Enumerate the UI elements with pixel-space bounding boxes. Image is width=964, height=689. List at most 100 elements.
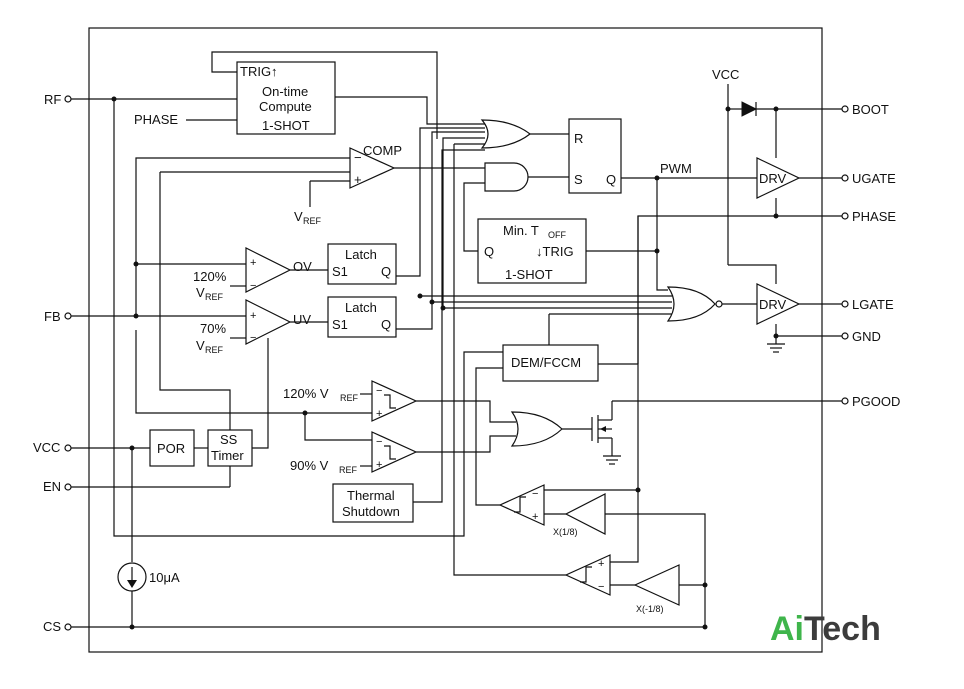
- dem-fccm-block: DEM/FCCM: [502, 344, 599, 382]
- pin-boot: BOOT: [841, 102, 889, 117]
- svg-text:+: +: [532, 511, 538, 523]
- pin-pgood: PGOOD: [841, 394, 900, 409]
- zc-comparator-pos: − +: [498, 484, 545, 526]
- svg-text:R: R: [574, 131, 583, 146]
- svg-text:UV: UV: [293, 312, 311, 327]
- pin-lgate: LGATE: [841, 297, 894, 312]
- svg-text:120%: 120%: [193, 269, 227, 284]
- comp-comparator: − + COMP: [349, 143, 402, 189]
- svg-text:SS: SS: [220, 432, 238, 447]
- or-gate-reset: [480, 119, 531, 149]
- svg-text:V: V: [196, 338, 205, 353]
- svg-text:+: +: [598, 558, 604, 570]
- svg-text:On-time: On-time: [262, 84, 308, 99]
- min-toff-oneshot: Min. T OFF Q ↓TRIG 1-SHOT: [477, 218, 587, 284]
- pg-low-comparator: − +: [371, 431, 418, 473]
- svg-text:TRIG↑: TRIG↑: [240, 64, 278, 79]
- svg-text:REF: REF: [205, 345, 224, 355]
- svg-text:PGOOD: PGOOD: [852, 394, 900, 409]
- rs-latch: R S Q: [568, 118, 622, 194]
- pin-fb: FB: [44, 309, 246, 324]
- comp-vref-label: V REF: [294, 209, 322, 226]
- pin-en: EN: [43, 466, 231, 494]
- pg-low-label: 90% V REF: [290, 458, 358, 475]
- zc-comparator-neg: + −: [564, 554, 611, 596]
- svg-text:LGATE: LGATE: [852, 297, 894, 312]
- pg-high-label: 120% V REF: [283, 386, 359, 403]
- svg-text:70%: 70%: [200, 321, 226, 336]
- svg-text:POR: POR: [157, 441, 185, 456]
- svg-text:REF: REF: [205, 292, 224, 302]
- svg-text:Q: Q: [381, 317, 391, 332]
- svg-text:120% V: 120% V: [283, 386, 329, 401]
- svg-text:10μA: 10μA: [149, 570, 180, 585]
- svg-text:−: −: [532, 488, 538, 500]
- svg-text:Q: Q: [381, 264, 391, 279]
- svg-text:EN: EN: [43, 479, 61, 494]
- svg-text:Q: Q: [484, 244, 494, 259]
- pin-phase: PHASE: [841, 209, 896, 224]
- gain-amp-neg: X(-1/8): [633, 564, 680, 614]
- gnd-symbol-pgood: [603, 455, 621, 465]
- svg-text:S: S: [574, 172, 583, 187]
- svg-text:+: +: [376, 459, 382, 471]
- svg-text:Shutdown: Shutdown: [342, 504, 400, 519]
- and-gate-set: [484, 162, 529, 192]
- svg-text:BOOT: BOOT: [852, 102, 889, 117]
- pin-cs: CS: [43, 619, 705, 634]
- por-block: POR: [149, 429, 195, 467]
- svg-text:+: +: [376, 408, 382, 420]
- svg-text:RF: RF: [44, 92, 61, 107]
- drv-high: DRV: [756, 157, 801, 199]
- pin-ugate: UGATE: [841, 171, 896, 186]
- svg-text:DEM/FCCM: DEM/FCCM: [511, 355, 581, 370]
- svg-text:+: +: [250, 257, 256, 269]
- pin-gnd: GND: [841, 329, 881, 344]
- label-phase-in: PHASE: [134, 112, 237, 127]
- svg-text:↓TRIG: ↓TRIG: [536, 244, 574, 259]
- vcc-top: VCC: [712, 67, 739, 265]
- current-source: 10μA: [117, 562, 180, 592]
- uv-latch: Latch S1 Q: [327, 296, 397, 338]
- aitech-logo: AiTech: [770, 610, 881, 648]
- svg-text:+: +: [250, 310, 256, 322]
- pgood-nmos: [591, 401, 613, 456]
- pwm-label: PWM: [660, 161, 692, 176]
- svg-text:REF: REF: [339, 465, 358, 475]
- svg-text:Min. T: Min. T: [503, 223, 539, 238]
- svg-text:−: −: [250, 332, 256, 344]
- svg-text:V: V: [196, 285, 205, 300]
- gain-amp-pos: X(1/8): [553, 493, 606, 537]
- ss-timer-block: SS Timer: [207, 429, 253, 467]
- svg-text:Latch: Latch: [345, 247, 377, 262]
- svg-text:−: −: [354, 150, 362, 165]
- svg-text:V: V: [294, 209, 303, 224]
- svg-text:Thermal: Thermal: [347, 488, 395, 503]
- pg-high-comparator: − +: [371, 380, 418, 422]
- ov-latch: Latch S1 Q: [327, 243, 397, 285]
- svg-text:PHASE: PHASE: [852, 209, 896, 224]
- pin-rf: RF: [44, 92, 237, 107]
- uv-ref-label: 70% V REF: [196, 321, 226, 355]
- svg-text:VCC: VCC: [33, 440, 60, 455]
- boot-diode: [728, 101, 842, 117]
- or-gate-pgood: [510, 411, 563, 447]
- svg-text:OFF: OFF: [548, 230, 566, 240]
- pin-vcc: VCC: [33, 440, 150, 455]
- svg-text:+: +: [354, 172, 362, 187]
- thermal-shutdown: Thermal Shutdown: [332, 483, 414, 523]
- svg-text:S1: S1: [332, 264, 348, 279]
- svg-text:−: −: [376, 385, 382, 397]
- svg-text:Compute: Compute: [259, 99, 312, 114]
- svg-text:VCC: VCC: [712, 67, 739, 82]
- ic-boundary: [88, 27, 823, 653]
- svg-text:Q: Q: [606, 172, 616, 187]
- svg-text:OV: OV: [293, 259, 312, 274]
- svg-text:1-SHOT: 1-SHOT: [262, 118, 310, 133]
- svg-text:−: −: [598, 581, 604, 593]
- svg-text:FB: FB: [44, 309, 61, 324]
- svg-text:−: −: [250, 280, 256, 292]
- svg-text:1-SHOT: 1-SHOT: [505, 267, 553, 282]
- svg-text:UGATE: UGATE: [852, 171, 896, 186]
